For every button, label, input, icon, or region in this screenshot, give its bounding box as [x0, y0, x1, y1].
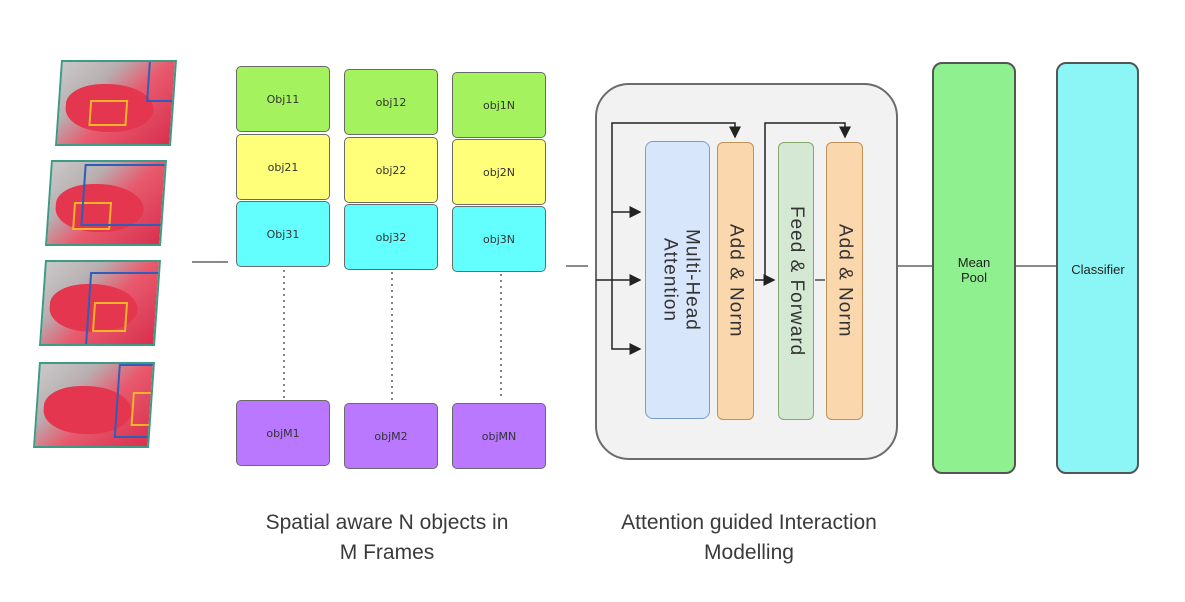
classifier-label: Classifier [1071, 262, 1125, 277]
add-norm-block-2: Add & Norm [826, 142, 863, 420]
add-norm-block-1: Add & Norm [717, 142, 754, 420]
object-cell: obj22 [344, 137, 438, 203]
mean-pool-label: Mean Pool [957, 255, 991, 285]
object-cell: objMN [452, 403, 546, 469]
object-cell: obj21 [236, 134, 330, 200]
object-cell: obj12 [344, 69, 438, 135]
feed-forward-block: Feed & Forward [778, 142, 814, 420]
object-cell: obj32 [344, 204, 438, 270]
classifier-block [1056, 62, 1139, 474]
object-cell: obj1N [452, 72, 546, 138]
mean-pool-block [932, 62, 1016, 474]
objects-caption: Spatial aware N objects in M Frames [265, 511, 509, 564]
object-cell: Obj11 [236, 66, 330, 132]
object-cell: objM2 [344, 403, 438, 469]
multi-head-attention-block: Multi-Head Attention [645, 141, 710, 419]
object-cell: objM1 [236, 400, 330, 466]
object-cell: obj3N [452, 206, 546, 272]
attention-caption: Attention guided Interaction Modelling [621, 511, 877, 564]
object-cell: obj2N [452, 139, 546, 205]
object-cell: Obj31 [236, 201, 330, 267]
